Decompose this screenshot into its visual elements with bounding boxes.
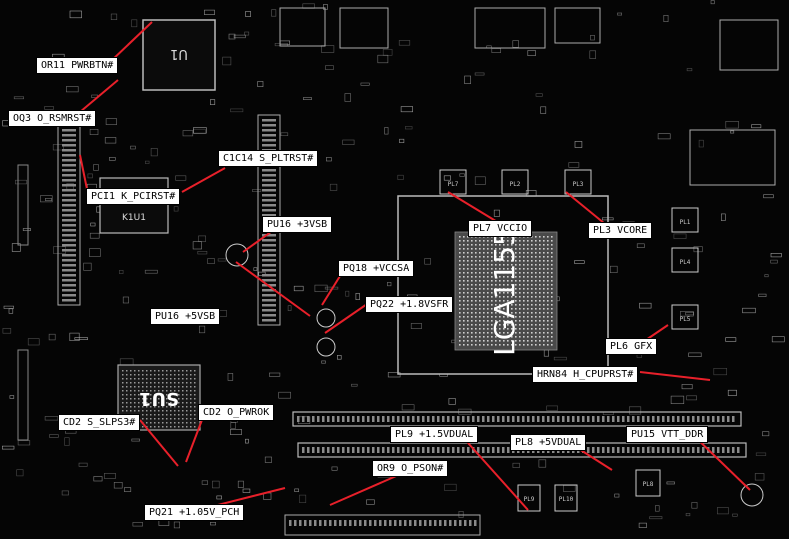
pu16-component [225, 243, 249, 267]
svg-text:PL9: PL9 [524, 496, 535, 503]
callout-pq22: PQ22 +1.8VSFR [365, 296, 454, 313]
svg-text:PL7: PL7 [448, 181, 459, 188]
pu15-component [740, 483, 764, 507]
chip-u1-label: U1 [170, 46, 188, 61]
top-connector-3 [474, 7, 546, 49]
callout-pl3: PL3 VCORE [588, 222, 653, 239]
callout-or11: OR11 PWRBTN# [36, 57, 119, 74]
cpu-socket-grid [454, 231, 558, 351]
vrm-pad-pl5: PL5 [671, 304, 699, 330]
callout-pu15: PU15 VTT_DDR [626, 426, 709, 443]
vrm-pad-pl9: PL9 [517, 484, 541, 512]
chip-su1-label: SU1 [139, 388, 179, 409]
chip-k1u1-label: K1U1 [122, 213, 146, 223]
vrm-pad-pl4: PL4 [671, 247, 699, 273]
vrm-pad-pl8: PL8 [635, 469, 661, 497]
svg-text:PL1: PL1 [680, 219, 691, 226]
callout-or9: OR9 O_PSON# [372, 460, 449, 477]
top-connector-6 [689, 129, 776, 186]
vrm-pad-pl1: PL1 [671, 207, 699, 233]
cpu-socket-label: LGA1155 [488, 228, 521, 356]
pq22-component [316, 337, 336, 357]
callout-pci1: PCI1 K_PCIRST# [86, 188, 181, 205]
callout-cd2-pwrok: CD2 O_PWROK [198, 404, 275, 421]
left-slot-1 [57, 119, 81, 306]
svg-text:PL2: PL2 [510, 181, 521, 188]
callout-pl7: PL7 VCCIO [468, 220, 533, 237]
top-connector-1 [279, 7, 326, 47]
callout-hrn84: HRN84 H_CPUPRST# [532, 366, 639, 383]
callout-pu16-5vsb: PU16 +5VSB [150, 308, 221, 325]
svg-text:PL8: PL8 [643, 481, 654, 488]
callout-pl6: PL6 GFX [605, 338, 658, 355]
chip-u1 [142, 19, 216, 91]
callout-cd2-slps3: CD2 S_SLPS3# [58, 414, 141, 431]
vrm-pad-pl3: PL3 [564, 169, 592, 195]
callout-c1c14: C1C14 S_PLTRST# [218, 150, 319, 167]
cpu-socket-outline [397, 195, 609, 375]
left-slot-3 [17, 164, 29, 246]
callout-pl9: PL9 +1.5VDUAL [390, 426, 479, 443]
svg-text:PL10: PL10 [559, 496, 574, 503]
vrm-pad-pl2: PL2 [501, 169, 529, 195]
svg-text:PL4: PL4 [680, 259, 691, 266]
callout-pq21: PQ21 +1.05V_PCH [144, 504, 245, 521]
pq18-component [316, 308, 336, 328]
cpu-pin-grid [459, 236, 553, 346]
top-connector-2 [339, 7, 389, 49]
bottom-header [284, 514, 481, 536]
callout-pq18: PQ18 +VCCSA [338, 260, 415, 277]
top-connector-4 [554, 7, 601, 44]
dimm-slot-1 [292, 411, 742, 427]
callout-pl8: PL8 +5VDUAL [510, 434, 587, 451]
callout-oq3: OQ3 O_RSMRST# [8, 110, 97, 127]
chip-k1u1 [99, 177, 169, 234]
callout-pu16-3vsb: PU16 +3VSB [262, 216, 333, 233]
svg-text:PL5: PL5 [680, 316, 691, 323]
left-slot-4 [17, 349, 29, 441]
vrm-pad-pl10: PL10 [554, 484, 578, 512]
svg-text:PL3: PL3 [573, 181, 584, 188]
top-connector-5 [719, 19, 779, 71]
